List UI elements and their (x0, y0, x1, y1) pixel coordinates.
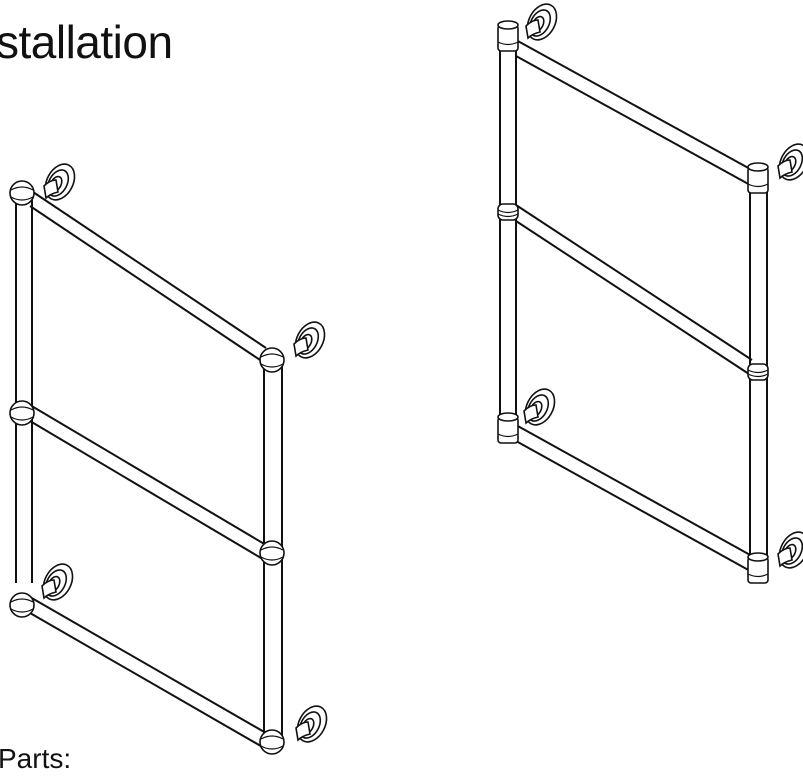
towel-rail-floor-mounted (497, 0, 803, 584)
parts-heading: Parts: (0, 743, 72, 774)
towel-rail-wall-mounted (9, 158, 334, 755)
section-heading: stallation (0, 16, 173, 68)
